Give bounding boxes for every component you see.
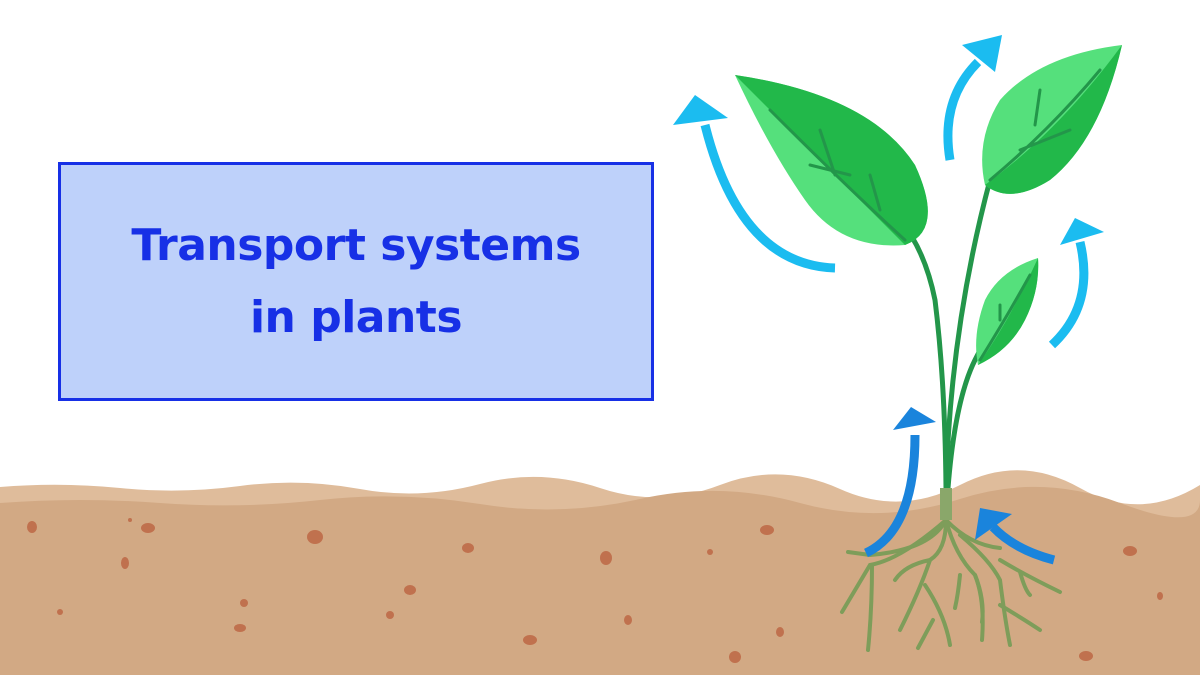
soil — [0, 486, 1200, 675]
roots — [840, 486, 1062, 652]
soil-pebbles — [27, 518, 1163, 663]
water-uptake-arrow-in — [975, 508, 1056, 565]
transpiration-arrow-right — [1048, 218, 1104, 349]
leaf-small — [976, 258, 1039, 365]
transpiration-arrow-left — [673, 95, 836, 273]
title-line-2: in plants — [249, 291, 463, 343]
leaf-top-right — [982, 45, 1122, 194]
title-box: Transport systems in plants — [58, 162, 654, 401]
water-uptake-arrow-up — [863, 407, 936, 558]
title-line-1: Transport systems — [131, 219, 581, 271]
transpiration-arrow-top — [943, 35, 1002, 161]
stem-base — [940, 488, 952, 520]
leaf-left — [735, 75, 928, 246]
